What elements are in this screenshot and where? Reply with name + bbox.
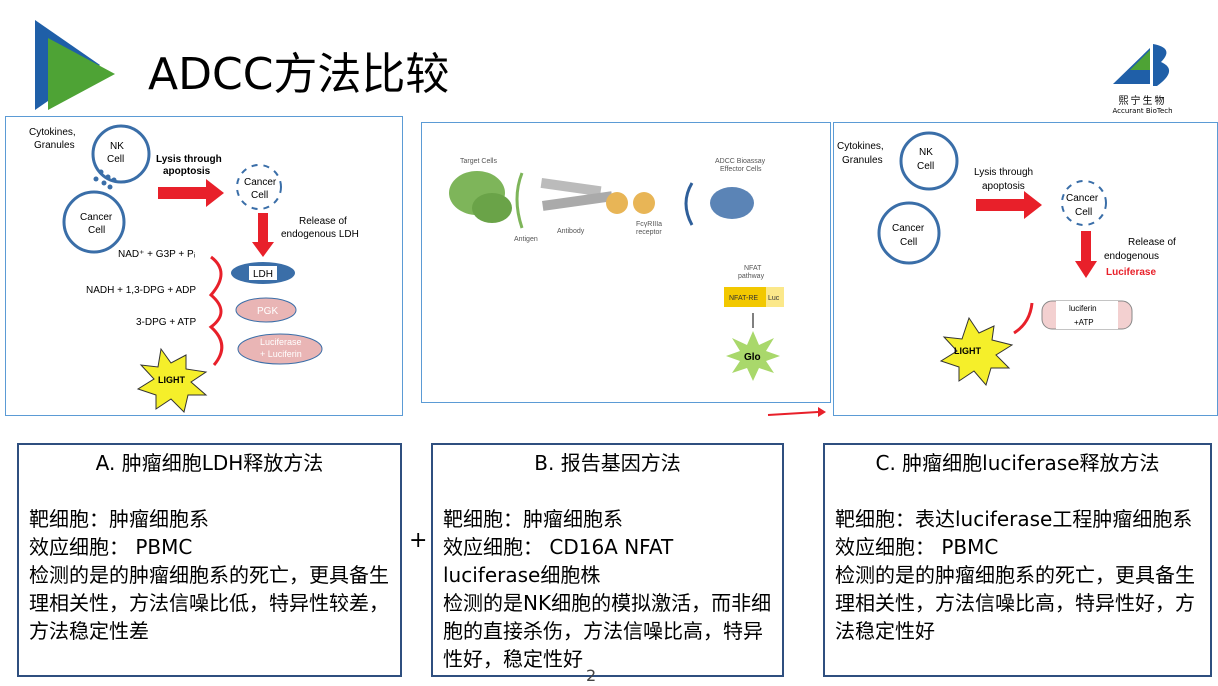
method-b-desc: 检测的是NK细胞的模拟激活，而非细胞的直接杀伤，方法信噪比高，特异性好，稳定性好	[443, 591, 772, 671]
effector-cells-icon	[710, 187, 754, 219]
company-logo: 熙宁生物 Accurant BioTech	[1105, 40, 1180, 115]
label-release: Release of	[299, 216, 347, 227]
method-c-title: C. 肿瘤细胞luciferase释放方法	[875, 451, 1160, 475]
method-a-effector: 效应细胞： PBMC	[29, 535, 193, 559]
panel-reporter-diagram: Target Cells Antigen Antibody FcγRIIIa r…	[421, 122, 831, 403]
method-a-title: A. 肿瘤细胞LDH释放方法	[95, 451, 324, 475]
label-light: LIGHT	[954, 346, 981, 356]
arrow-right-icon	[158, 179, 224, 207]
label-target-cells: Target Cells	[460, 158, 497, 165]
method-b-target: 靶细胞：肿瘤细胞系	[443, 507, 623, 531]
arrow-down-icon	[252, 213, 274, 257]
method-c-target: 靶细胞：表达luciferase工程肿瘤细胞系	[835, 507, 1193, 531]
label-nfat-re: NFAT-RE	[729, 295, 758, 302]
label-pathway: pathway	[738, 273, 765, 280]
label-cancer: Cancer	[892, 223, 925, 234]
label-luciferase: Luciferase	[1106, 267, 1156, 278]
label-apoptosis: apoptosis	[163, 166, 211, 177]
label-luciferase: Luciferase	[260, 337, 302, 347]
label-atp: +ATP	[1074, 318, 1094, 327]
logo-en: Accurant BioTech	[1112, 107, 1173, 115]
slide-logo-icon	[35, 20, 115, 110]
method-c-desc: 检测的是的肿瘤细胞系的死亡，更具备生理相关性，方法信噪比高，特异性好，方法稳定性…	[835, 563, 1195, 643]
label-endogenous-ldh: endogenous LDH	[281, 229, 359, 240]
plus-sign: +	[409, 528, 428, 553]
glo-burst-icon	[726, 331, 780, 381]
label-lysis: Lysis through	[974, 167, 1033, 178]
label-lysis: Lysis through	[156, 154, 222, 165]
method-b-effector: 效应细胞： CD16A NFAT luciferase细胞株	[443, 535, 674, 587]
label-cancer: Cancer	[80, 212, 113, 223]
method-c-effector: 效应细胞： PBMC	[835, 535, 999, 559]
slide-title: ADCC方法比较	[148, 49, 450, 100]
label-cytokines: Cytokines,	[837, 141, 884, 152]
light-burst-icon	[136, 347, 208, 413]
label-antigen: Antigen	[514, 236, 538, 243]
logo-cn: 熙宁生物	[1118, 96, 1167, 107]
label-granules: Granules	[842, 155, 883, 166]
label-pgk: PGK	[257, 306, 278, 317]
label-lysed-cancer: Cancer	[1066, 193, 1099, 204]
method-box-b: B. 报告基因方法 靶细胞：肿瘤细胞系 效应细胞： CD16A NFAT luc…	[431, 443, 784, 677]
label-cytokines: Cytokines,	[29, 127, 76, 138]
label-glo: Glo	[744, 352, 761, 363]
panel-luciferase-diagram: Cytokines, Granules NK Cell Cancer Cell …	[833, 122, 1218, 416]
light-burst-icon	[939, 316, 1014, 387]
label-nk-cell: Cell	[917, 161, 934, 172]
label-light: LIGHT	[158, 375, 185, 385]
label-cancer-cell: Cell	[88, 225, 105, 236]
label-receptor: receptor	[636, 229, 662, 236]
label-nk: NK	[110, 141, 124, 152]
label-effector-cells: Effector Cells	[720, 166, 762, 173]
accurant-logo-icon	[1113, 44, 1170, 86]
label-lysed-cancer: Cancer	[244, 177, 277, 188]
label-luciferin: + Luciferin	[260, 349, 302, 359]
label-endogenous: endogenous	[1104, 251, 1159, 262]
label-granules: Granules	[34, 140, 75, 151]
method-box-a: A. 肿瘤细胞LDH释放方法 靶细胞：肿瘤细胞系 效应细胞： PBMC 检测的是…	[17, 443, 402, 677]
label-fcgriiia: FcγRIIIa	[636, 221, 662, 228]
reaction-2: NADH + 1,3-DPG + ADP	[86, 285, 196, 296]
arrow-down-icon	[1075, 231, 1097, 278]
panel-ldh-diagram: Cytokines, Granules NK Cell Cancer Cell …	[5, 116, 403, 416]
red-arrow-icon	[767, 407, 826, 417]
label-nk: NK	[919, 147, 933, 158]
label-lysed-cell: Cell	[1075, 207, 1092, 218]
label-luciferin: luciferin	[1069, 304, 1097, 313]
label-luc: Luc	[768, 295, 780, 302]
method-a-desc: 检测的是的肿瘤细胞系的死亡，更具备生理相关性，方法信噪比低，特异性较差，方法稳定…	[29, 563, 389, 643]
label-apoptosis: apoptosis	[982, 181, 1025, 192]
reaction-3: 3-DPG + ATP	[136, 317, 196, 328]
label-antibody: Antibody	[557, 228, 585, 235]
method-a-target: 靶细胞：肿瘤细胞系	[29, 507, 209, 531]
label-cancer-cell: Cell	[900, 237, 917, 248]
label-nk-cell: Cell	[107, 154, 124, 165]
label-adcc-bioassay: ADCC Bioassay	[715, 158, 766, 165]
reaction-1: NAD⁺ + G3P + Pᵢ	[118, 249, 196, 260]
method-box-c: C. 肿瘤细胞luciferase释放方法 靶细胞：表达luciferase工程…	[823, 443, 1212, 677]
label-nfat: NFAT	[744, 265, 762, 272]
page-number: 2	[586, 666, 597, 685]
arrow-right-icon	[976, 191, 1042, 219]
label-ldh: LDH	[253, 269, 273, 280]
method-b-title: B. 报告基因方法	[534, 451, 681, 475]
label-lysed-cell: Cell	[251, 190, 268, 201]
label-release: Release of	[1128, 237, 1176, 248]
